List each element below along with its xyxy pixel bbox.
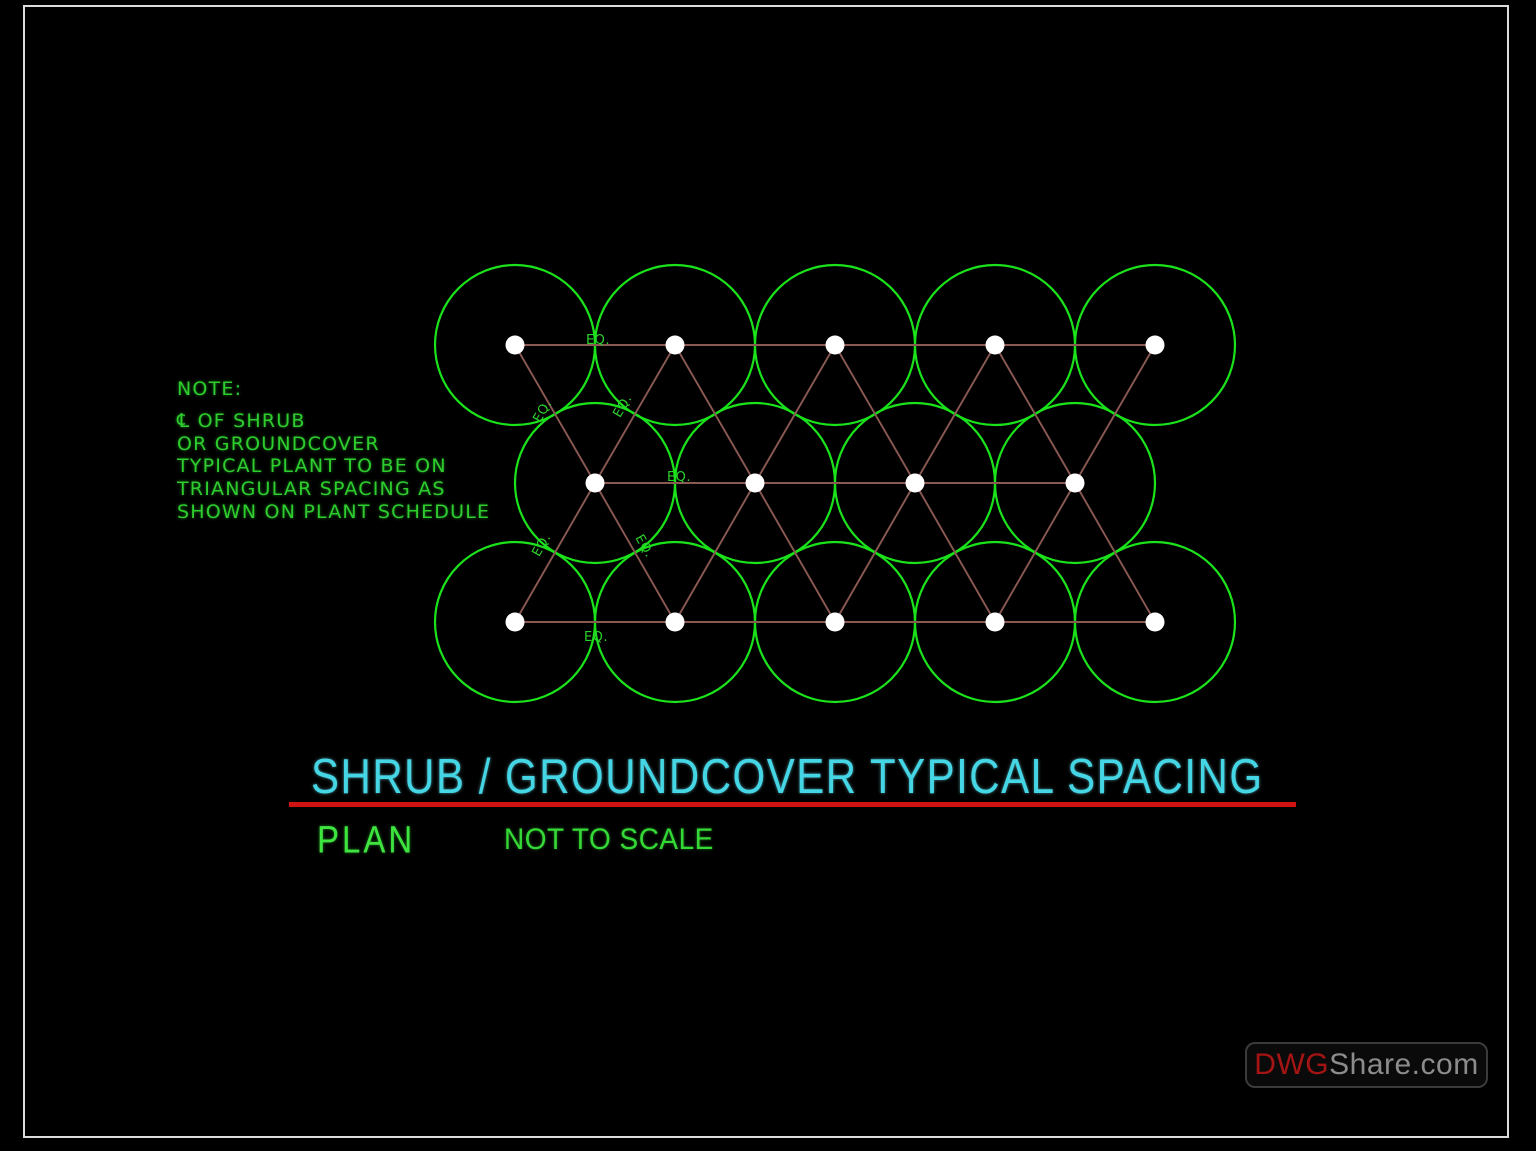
plant-center-dot — [825, 335, 845, 355]
spacing-line — [754, 482, 836, 623]
plant-center-dot — [665, 612, 685, 632]
spacing-line — [594, 482, 676, 623]
sheet-border — [23, 5, 1509, 1138]
spacing-line — [674, 482, 756, 623]
spacing-line — [914, 482, 996, 623]
note-line: SHOWN ON PLANT SCHEDULE — [177, 500, 491, 523]
note-line: OR GROUNDCOVER — [177, 432, 380, 455]
note-line: TRIANGULAR SPACING AS — [177, 478, 446, 501]
spacing-line — [594, 344, 676, 484]
plant-center-dot — [585, 473, 605, 493]
plant-center-dot — [665, 335, 685, 355]
spacing-line — [1074, 344, 1156, 484]
note-line: TYPICAL PLANT TO BE ON — [177, 455, 447, 478]
plant-center-dot — [505, 612, 525, 632]
plant-center-dot — [1065, 473, 1085, 493]
scale-label: NOT TO SCALE — [504, 823, 714, 856]
spacing-line — [834, 344, 916, 484]
spacing-line — [914, 344, 996, 484]
plant-center-dot — [905, 473, 925, 493]
spacing-line — [754, 344, 836, 484]
drawing-title: SHRUB / GROUNDCOVER TYPICAL SPACING — [311, 748, 1264, 804]
eq-label: EQ. — [584, 630, 608, 645]
eq-label: EQ. — [586, 333, 610, 348]
watermark-brand-suffix: Share.com — [1329, 1048, 1479, 1081]
title-underline — [289, 802, 1296, 807]
eq-label: EQ. — [530, 397, 555, 425]
note-block: NOTE: ℄ OF SHRUB OR GROUNDCOVER TYPICAL … — [177, 378, 490, 524]
spacing-line — [514, 344, 596, 484]
plant-center-dot — [1145, 335, 1165, 355]
plant-center-dot — [985, 335, 1005, 355]
eq-label: EQ. — [667, 470, 691, 485]
plant-center-dot — [1145, 612, 1165, 632]
spacing-line — [994, 482, 1076, 623]
note-line: ℄ OF SHRUB — [177, 409, 306, 432]
plant-center-dot — [745, 473, 765, 493]
plant-center-dot — [825, 612, 845, 632]
spacing-line — [994, 344, 1076, 484]
spacing-line — [514, 482, 596, 623]
watermark-brand-prefix: DWG — [1254, 1048, 1330, 1081]
eq-label: EQ. — [632, 532, 657, 560]
spacing-line — [834, 482, 916, 623]
spacing-line — [674, 344, 756, 484]
note-heading: NOTE: — [177, 378, 243, 400]
plant-center-dot — [985, 612, 1005, 632]
view-label: PLAN — [317, 818, 416, 861]
plant-center-dot — [505, 335, 525, 355]
spacing-line — [1074, 482, 1156, 623]
